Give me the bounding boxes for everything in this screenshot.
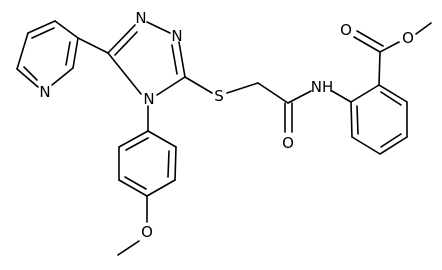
atom-o-methoxy: O bbox=[141, 223, 153, 241]
bond-s-ch2 bbox=[226, 82, 259, 94]
bond-o-methyl bbox=[117, 240, 140, 256]
bond-pyridine-triazole bbox=[77, 37, 109, 54]
bond-pyridine-double-1 bbox=[31, 27, 55, 39]
atom-s-thioether: S bbox=[214, 87, 224, 105]
atom-n-triazole-2: N bbox=[171, 27, 182, 45]
bond-phenyl-2 bbox=[174, 146, 177, 181]
bond-layer bbox=[16, 20, 432, 256]
atom-n-pyridine: N bbox=[39, 83, 50, 101]
bond-pyridine-5 bbox=[16, 68, 39, 88]
bond-triazole-n1-n2 bbox=[146, 21, 171, 34]
atom-n-triazole-1: N bbox=[135, 9, 146, 27]
bond-ester-c-o-2 bbox=[356, 30, 384, 47]
bond-benzene-6 bbox=[350, 101, 353, 138]
bond-pyridine-double-3 bbox=[23, 66, 38, 81]
bond-triazole-c3-n4 bbox=[156, 76, 186, 96]
bond-pyridine-4 bbox=[51, 67, 74, 86]
bond-phenyl-1 bbox=[147, 130, 177, 148]
bond-pyridine-double-2 bbox=[65, 41, 71, 66]
bond-triazole-n4-c5 bbox=[107, 52, 142, 95]
bond-benzene-5 bbox=[351, 136, 381, 155]
bond-phenyl-3 bbox=[146, 179, 176, 197]
bond-benzene-double-2 bbox=[380, 133, 402, 148]
bond-pyridine-6 bbox=[16, 32, 29, 70]
atom-n-triazole-4: N bbox=[143, 90, 154, 108]
bond-c3-s bbox=[184, 76, 213, 94]
bond-pyridine-1 bbox=[27, 20, 56, 34]
bond-benzene-double-3 bbox=[356, 105, 359, 135]
bond-phenyl-4 bbox=[118, 179, 148, 197]
bond-pyridine-3 bbox=[72, 37, 79, 69]
atom-o-ester-carbonyl: O bbox=[340, 21, 352, 39]
bond-ester-c-o-1 bbox=[353, 36, 381, 53]
bond-ch2-carbonyl bbox=[257, 82, 289, 104]
bond-ester-o-methyl bbox=[415, 22, 432, 35]
bond-phenyl-double-2 bbox=[124, 176, 147, 190]
bond-pyridine-2 bbox=[54, 20, 79, 39]
bond-triazole-c5-n1 bbox=[107, 24, 136, 54]
bond-ester-c-o-single bbox=[379, 41, 400, 53]
bond-benzene-1 bbox=[350, 84, 380, 103]
atom-label-layer: N N N N S O NH O O O bbox=[39, 9, 414, 241]
bond-nh-benzene bbox=[331, 90, 352, 103]
atom-nh-amide: NH bbox=[311, 78, 334, 96]
bond-triazole-n2-c3-double bbox=[171, 44, 178, 75]
bond-triazole-n2-c3 bbox=[178, 41, 186, 78]
bond-phenyl-double-3 bbox=[125, 137, 149, 151]
bond-triazole-c5-n1-double bbox=[114, 31, 138, 56]
bond-benzene-double-1 bbox=[380, 91, 402, 106]
bond-carbonyl-nh bbox=[287, 90, 312, 104]
bond-phenyl-6 bbox=[118, 130, 149, 148]
bond-benzene-2 bbox=[378, 84, 408, 103]
bond-benzene-4 bbox=[379, 136, 408, 155]
atom-o-amide: O bbox=[282, 134, 294, 152]
bond-phenyl-double-1 bbox=[167, 150, 170, 178]
bond-benzene-ester-c bbox=[378, 51, 381, 86]
atom-o-ester-ether: O bbox=[402, 29, 414, 47]
